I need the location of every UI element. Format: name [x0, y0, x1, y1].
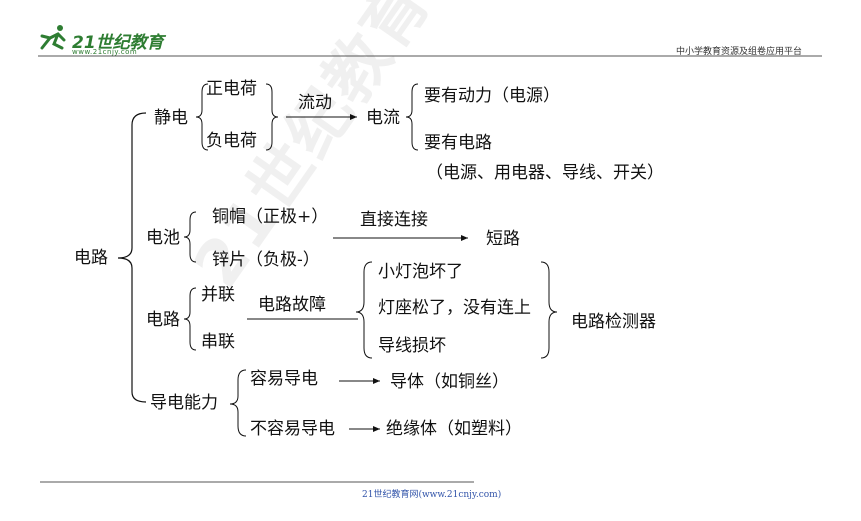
insulator-node: 绝缘体（如塑料） [386, 419, 522, 439]
flow-arrow-label: 流动 [298, 93, 332, 113]
negative-charge-label: 负电荷 [206, 131, 257, 151]
copper-cap-label: 铜帽（正极+） [212, 207, 329, 227]
hard-conduct-label: 不容易导电 [250, 419, 335, 439]
logo-subtext: www.21cnjy.com [72, 48, 138, 56]
logo-text: 21世纪教育 [72, 33, 164, 53]
circuit-components-note: （电源、用电器、导线、开关） [426, 163, 664, 183]
parallel-label: 并联 [201, 285, 235, 305]
easy-conduct-label: 容易导电 [250, 369, 318, 389]
need-power-label: 要有动力（电源） [424, 86, 560, 106]
runner-icon [40, 25, 66, 50]
branch-circuit-label: 电路 [146, 310, 180, 330]
circuit-fault-label: 电路故障 [258, 295, 326, 315]
header-platform-text: 中小学教育资源及组卷应用平台 [676, 47, 803, 57]
fault-socket-loose: 灯座松了，没有连上 [378, 298, 531, 318]
direct-connect-label: 直接连接 [360, 210, 428, 230]
series-label: 串联 [201, 332, 235, 352]
fault-wire-damaged: 导线损坏 [378, 336, 446, 356]
need-circuit-label: 要有电路 [424, 133, 492, 153]
branch-conductivity-label: 导电能力 [150, 393, 218, 413]
branch-static-label: 静电 [154, 108, 188, 128]
fault-bulb-broken: 小灯泡坏了 [378, 262, 463, 282]
current-node: 电流 [366, 108, 400, 128]
circuit-tester-node: 电路检测器 [571, 312, 656, 332]
zinc-sheet-label: 锌片（负极-） [212, 250, 320, 270]
footer-text: 21世纪教育网(www.21cnjy.com) [362, 490, 502, 500]
branch-battery-label: 电池 [146, 228, 180, 248]
conductor-node: 导体（如铜丝） [390, 372, 509, 392]
short-circuit-node: 短路 [486, 229, 520, 249]
positive-charge-label: 正电荷 [206, 79, 257, 99]
root-node: 电路 [74, 248, 108, 268]
